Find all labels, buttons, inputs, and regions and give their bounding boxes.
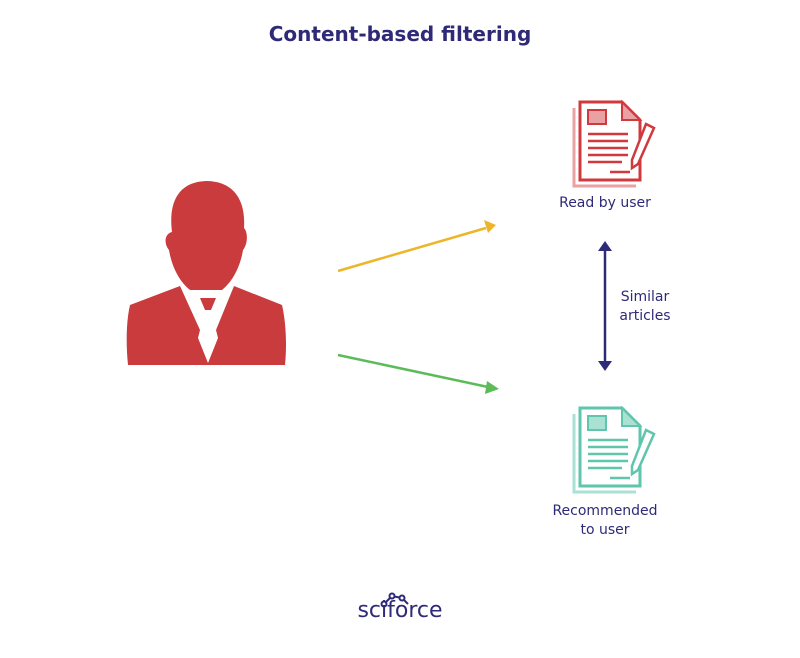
recommended-label-line2: to user	[580, 522, 630, 538]
similar-label-line1: Similar	[620, 289, 670, 305]
user-silhouette-icon	[126, 181, 286, 365]
similarity-double-arrow	[598, 241, 612, 371]
diagram-title: Content-based filtering	[268, 22, 532, 46]
read-by-user-label: Read by user	[559, 195, 651, 211]
arrow-to-read-article	[337, 220, 496, 273]
similar-label-line2: articles	[619, 308, 671, 324]
recommended-to-user-label: Recommended to user	[530, 502, 680, 540]
arrow-to-recommended-article	[337, 353, 499, 394]
document-pencil-icon-read	[572, 99, 656, 188]
document-pencil-icon-recommended	[572, 405, 656, 494]
sciforce-logo-icon	[380, 592, 409, 608]
similar-articles-label: Similar articles	[610, 288, 680, 326]
sciforce-logo-text: sciforce	[357, 598, 443, 623]
recommended-label-line1: Recommended	[552, 503, 658, 519]
